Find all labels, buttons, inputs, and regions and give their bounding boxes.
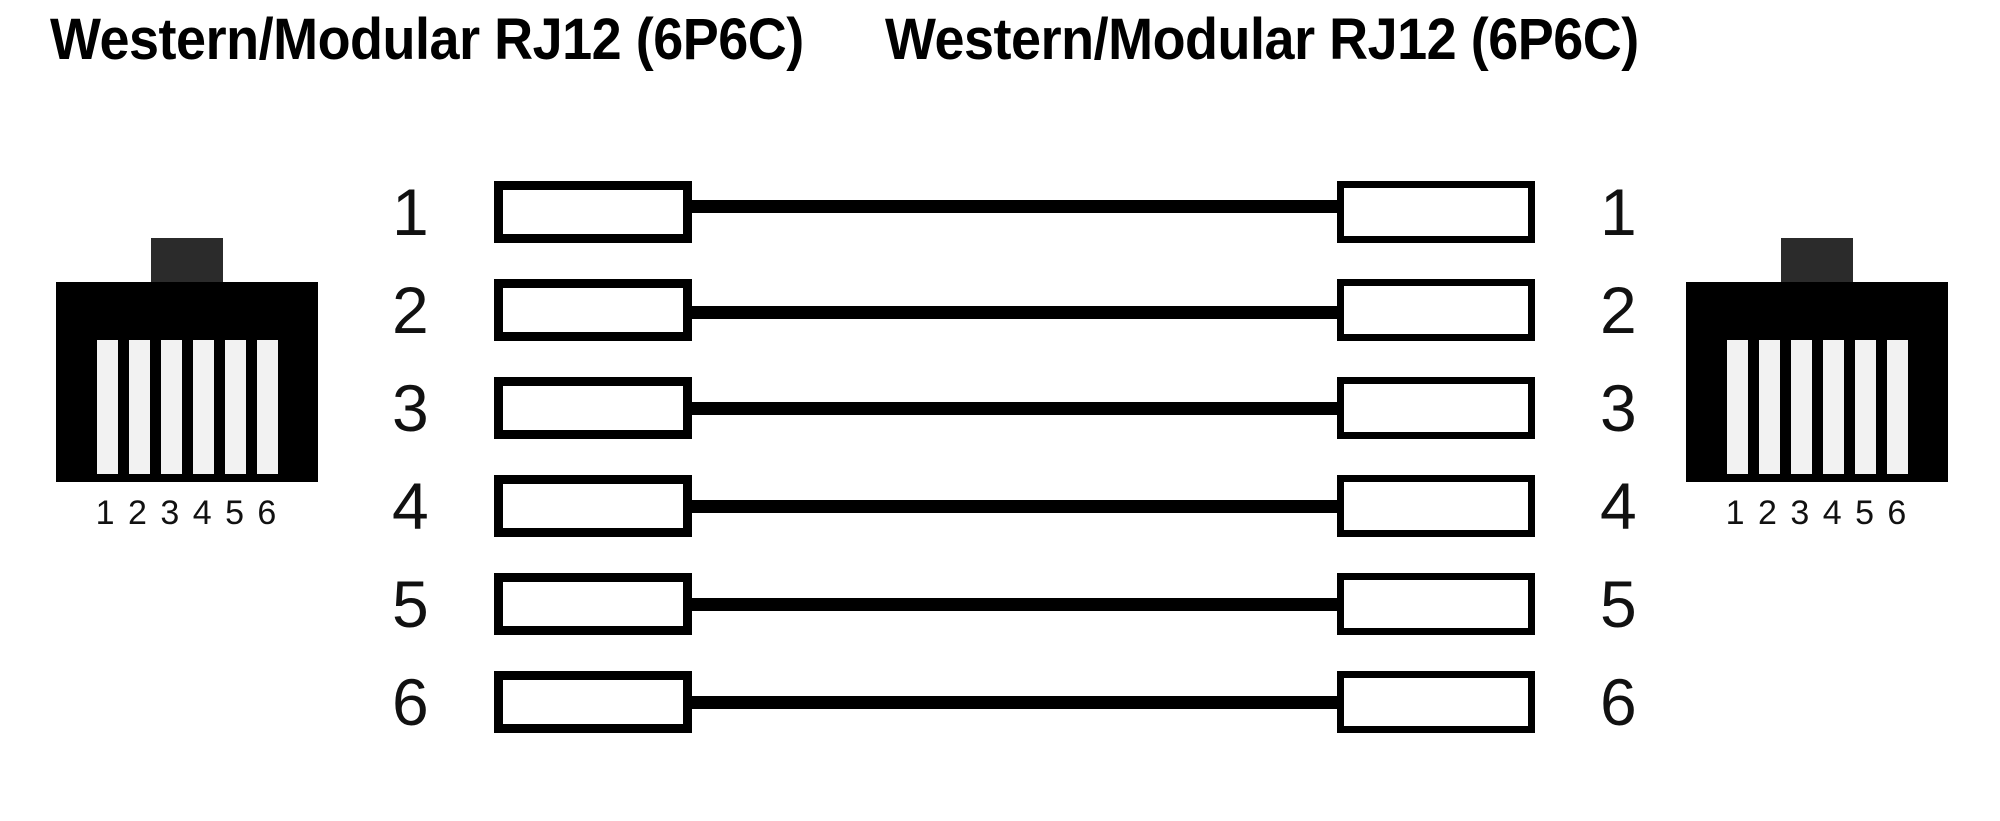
connector-pin-slot: [1790, 340, 1812, 474]
pin-number-left: 3: [392, 371, 429, 445]
wire: [688, 402, 1342, 415]
connector-pin-slot: [256, 340, 278, 474]
connector-pin-slot: [1854, 340, 1876, 474]
connector-pin-slot: [1726, 340, 1748, 474]
wire: [688, 200, 1342, 213]
connector-pin-slot: [96, 340, 118, 474]
connector-latch-tab-icon: [1781, 238, 1853, 286]
wire: [688, 306, 1342, 319]
contact-pad-right: [1337, 573, 1535, 635]
pin-number-left: 2: [392, 273, 429, 347]
pin-number-left: 6: [392, 665, 429, 739]
pin-number-left: 5: [392, 567, 429, 641]
contact-pad-right: [1337, 377, 1535, 439]
contact-pad-right: [1337, 671, 1535, 733]
contact-pad-left: [494, 377, 692, 439]
connector-pin-slot: [1822, 340, 1844, 474]
pin-number-right: 5: [1600, 567, 1637, 641]
connector-pin-slots: [1686, 282, 1948, 482]
contact-pad-right: [1337, 181, 1535, 243]
connector-latch-tab-icon: [151, 238, 223, 286]
rj12-connector-left: 1 2 3 4 5 6: [56, 238, 318, 543]
contact-pad-left: [494, 475, 692, 537]
pin-number-right: 3: [1600, 371, 1637, 445]
contact-pad-left: [494, 573, 692, 635]
wire: [688, 598, 1342, 611]
connector-pin-slot: [128, 340, 150, 474]
pin-number-right: 4: [1600, 469, 1637, 543]
contact-pad-right: [1337, 279, 1535, 341]
connector-pin-slot: [1886, 340, 1908, 474]
connector-pin-slot: [224, 340, 246, 474]
title-left-connector: Western/Modular RJ12 (6P6C): [50, 7, 804, 72]
connector-pin-slots: [56, 282, 318, 482]
connector-pin-labels-right: 1 2 3 4 5 6: [1725, 494, 1909, 532]
connector-pin-slot: [192, 340, 214, 474]
connector-pin-slot: [1758, 340, 1780, 474]
contact-pad-left: [494, 279, 692, 341]
pin-number-right: 6: [1600, 665, 1637, 739]
contact-pad-left: [494, 181, 692, 243]
contact-pad-left: [494, 671, 692, 733]
connector-pin-labels-left: 1 2 3 4 5 6: [95, 494, 279, 532]
pin-number-left: 4: [392, 469, 429, 543]
connector-pin-slot: [160, 340, 182, 474]
pin-number-right: 1: [1600, 175, 1637, 249]
pin-number-left: 1: [392, 175, 429, 249]
pin-number-right: 2: [1600, 273, 1637, 347]
wire: [688, 500, 1342, 513]
title-right-connector: Western/Modular RJ12 (6P6C): [885, 7, 1639, 72]
contact-pad-right: [1337, 475, 1535, 537]
rj12-connector-right: 1 2 3 4 5 6: [1686, 238, 1948, 543]
wire: [688, 696, 1342, 709]
